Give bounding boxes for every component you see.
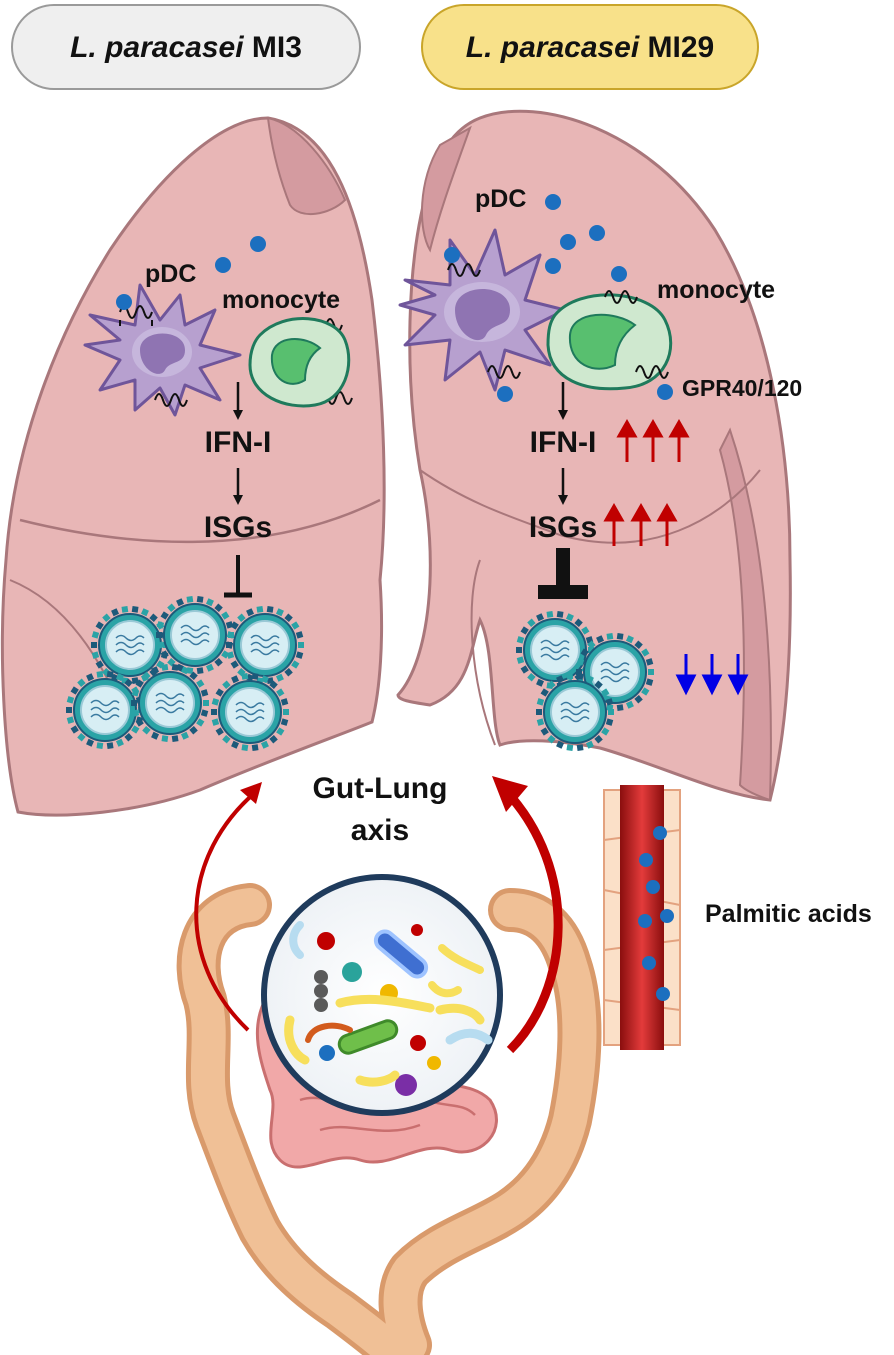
virus-particle [156, 595, 234, 675]
right-pdc-label: pDC [475, 185, 526, 213]
gut-lung-arc-left [194, 782, 262, 1032]
virus-particle [226, 605, 304, 685]
virus-particle [211, 672, 289, 752]
pdc-cell-right [398, 228, 567, 392]
title-right-strain: MI29 [639, 31, 714, 64]
axis-label-line2: axis [351, 814, 409, 847]
left-monocyte-label: monocyte [222, 286, 340, 314]
fatty-acid-dots-right [444, 194, 673, 402]
virus-particle [131, 663, 209, 743]
axis-label-line1: Gut-Lung [313, 772, 448, 805]
ifn-upregulation-arrows [616, 418, 690, 462]
left-ifn-label: IFN-I [205, 426, 272, 459]
title-right-species: L. paracasei [466, 31, 640, 64]
right-receptor-label: GPR40/120 [682, 375, 802, 401]
left-pdc-label: pDC [145, 260, 196, 288]
title-left-strain: MI3 [244, 31, 302, 64]
title-left-species: L. paracasei [70, 31, 244, 64]
virus-particle [516, 610, 594, 690]
svg-text:L. paracasei MI29: L. paracasei MI29 [466, 31, 714, 64]
right-isgs-label: ISGs [529, 511, 597, 544]
virus-downregulation-arrows [675, 654, 749, 696]
right-monocyte-label: monocyte [657, 276, 775, 304]
inhibition-bar-right [538, 548, 588, 599]
virus-particles [66, 595, 654, 752]
virus-particle [66, 670, 144, 750]
microbiome-circle [261, 874, 503, 1116]
virus-particle [91, 605, 169, 685]
isgs-upregulation-arrows [603, 502, 678, 546]
fatty-acid-dots-vessel [638, 826, 674, 1001]
palmitic-acids-label: Palmitic acids [705, 900, 872, 928]
left-isgs-label: ISGs [204, 511, 272, 544]
title-pill-mi3: L. paracasei MI3 [11, 4, 361, 90]
monocyte-cell-left [248, 317, 351, 408]
pdc-cell-left [83, 283, 242, 417]
fatty-acid-dots-left [116, 236, 266, 310]
title-pill-mi29: L. paracasei MI29 [421, 4, 759, 90]
gut-lung-arc-right [492, 776, 563, 1054]
inhibition-bar-left [224, 555, 252, 598]
svg-text:L. paracasei MI3: L. paracasei MI3 [70, 31, 302, 64]
receptor-coils-right [447, 263, 669, 379]
monocyte-cell-right [546, 293, 673, 391]
virus-particle [536, 672, 614, 752]
right-ifn-label: IFN-I [530, 426, 597, 459]
